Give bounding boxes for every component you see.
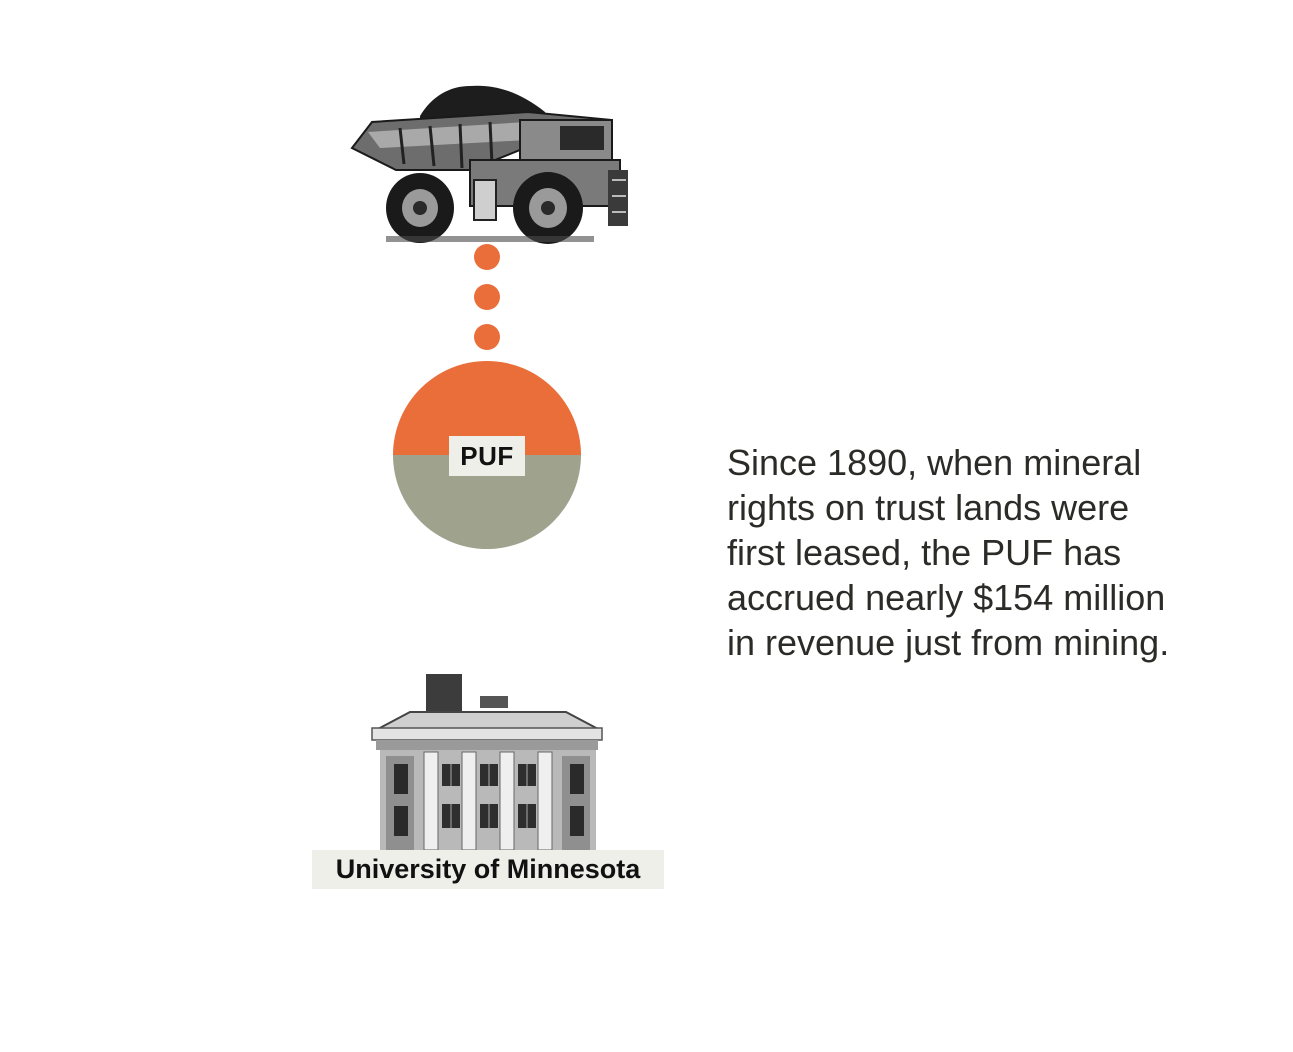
caption-line: first leased, the PUF has	[727, 532, 1122, 573]
university-label: University of Minnesota	[312, 850, 664, 889]
connector-dot	[474, 284, 500, 310]
connector-dots	[474, 244, 500, 350]
puf-circle-bottom	[393, 455, 581, 549]
mining-truck-icon	[350, 85, 628, 244]
caption-line: Since 1890, when mineral	[727, 442, 1142, 483]
caption-text: Since 1890, when mineral rights on trust…	[727, 440, 1247, 665]
caption-line: rights on trust lands were	[727, 487, 1130, 528]
caption-line: accrued nearly $154 million	[727, 577, 1166, 618]
puf-label: PUF	[449, 436, 525, 476]
puf-circle	[393, 361, 581, 549]
connector-dot	[474, 244, 500, 270]
connector-dot	[474, 324, 500, 350]
university-building-icon	[371, 674, 603, 851]
caption-line: in revenue just from mining.	[727, 622, 1170, 663]
puf-circle-top	[393, 361, 581, 455]
